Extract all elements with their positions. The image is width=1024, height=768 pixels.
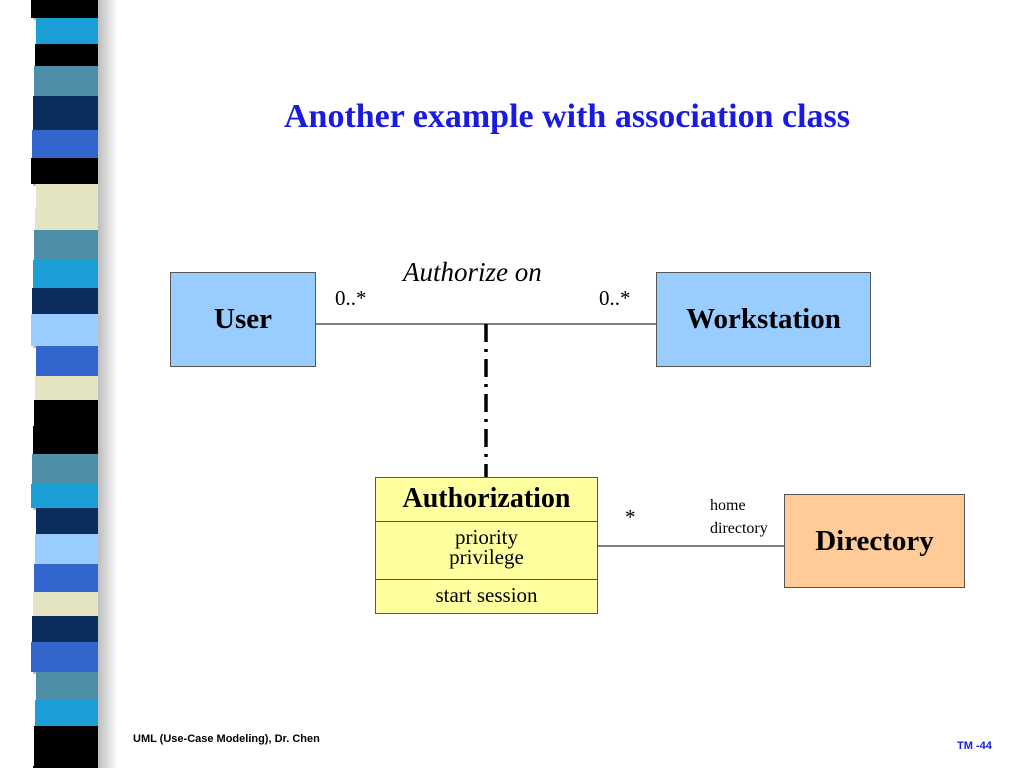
user-class-label: User — [214, 303, 272, 335]
directory-class-label: Directory — [815, 524, 934, 557]
slide-number: TM -44 — [957, 740, 992, 752]
side-bar-stripe — [35, 208, 118, 230]
workstation-class-box: Workstation — [656, 272, 871, 367]
workstation-class-label: Workstation — [686, 303, 841, 335]
slide-title: Another example with association class — [283, 98, 851, 135]
decorative-side-bar — [0, 0, 118, 768]
operation-start-session: start session — [435, 583, 538, 607]
authorization-class-name: Authorization — [376, 478, 597, 522]
role-line-1: home — [710, 497, 746, 514]
attribute-priority: priority — [455, 525, 518, 549]
attribute-privilege: privilege — [449, 545, 524, 569]
multiplicity-authorization-end: * — [625, 505, 636, 529]
authorization-attributes: priority privilege — [376, 522, 597, 580]
side-bar-stripe — [35, 44, 118, 66]
multiplicity-workstation-end: 0..* — [599, 286, 631, 310]
role-home-directory: home directory — [710, 494, 768, 540]
side-bar-stripe — [31, 0, 114, 18]
footer-credit: UML (Use-Case Modeling), Dr. Chen — [133, 733, 320, 745]
user-class-box: User — [170, 272, 316, 367]
authorization-association-class: Authorization priority privilege start s… — [375, 477, 598, 614]
side-bar-stripe — [33, 766, 116, 768]
multiplicity-user-end: 0..* — [335, 286, 367, 310]
association-name: Authorize on — [403, 257, 542, 287]
directory-class-box: Directory — [784, 494, 965, 588]
role-line-2: directory — [710, 520, 768, 537]
side-bar-shadow — [98, 0, 118, 768]
